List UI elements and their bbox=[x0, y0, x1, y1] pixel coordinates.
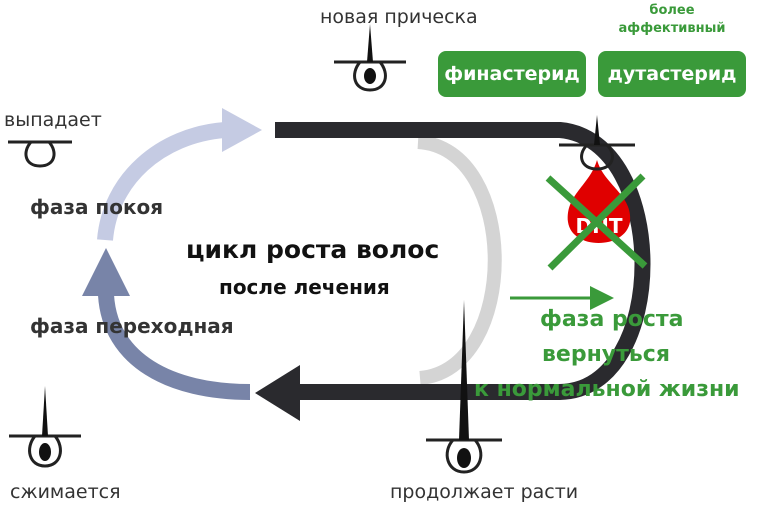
shrinks-label: сжимается bbox=[10, 481, 121, 503]
hair-follicle-icon bbox=[559, 115, 635, 171]
new-hairstyle-label: новая прическа bbox=[320, 6, 478, 28]
hair-follicle-icon bbox=[426, 300, 502, 474]
transition-phase-label: фаза переходная bbox=[30, 314, 234, 338]
keeps-growing-label: продолжает расти bbox=[390, 481, 579, 503]
hair-follicle-icon bbox=[8, 140, 72, 168]
rest-phase-arrow bbox=[97, 122, 226, 241]
hair-follicle-icon bbox=[9, 386, 81, 468]
hair-follicle-icon bbox=[334, 24, 406, 92]
more-effective-label: более аффективный bbox=[618, 3, 726, 36]
growth-phase-label: фаза роста bbox=[540, 307, 684, 332]
inner-cycle-arc bbox=[417, 135, 502, 385]
growth-arrowhead bbox=[255, 365, 300, 421]
rest-phase-label: фаза покоя bbox=[30, 195, 164, 219]
transition-arrowhead bbox=[82, 248, 130, 296]
return-line1-label: вернуться bbox=[542, 342, 670, 367]
return-line2-label: к нормальной жизни bbox=[474, 377, 740, 402]
finasteride-badge: финастерид bbox=[438, 51, 586, 97]
rest-arrowhead bbox=[222, 108, 262, 152]
dutasteride-badge: дутастерид bbox=[598, 51, 746, 97]
transition-phase-arrow bbox=[98, 294, 251, 400]
cycle-subtitle: после лечения bbox=[219, 275, 390, 299]
falls-out-label: выпадает bbox=[4, 109, 102, 131]
block-cross-icon bbox=[545, 173, 648, 271]
cycle-title: цикл роста волос bbox=[186, 235, 440, 264]
